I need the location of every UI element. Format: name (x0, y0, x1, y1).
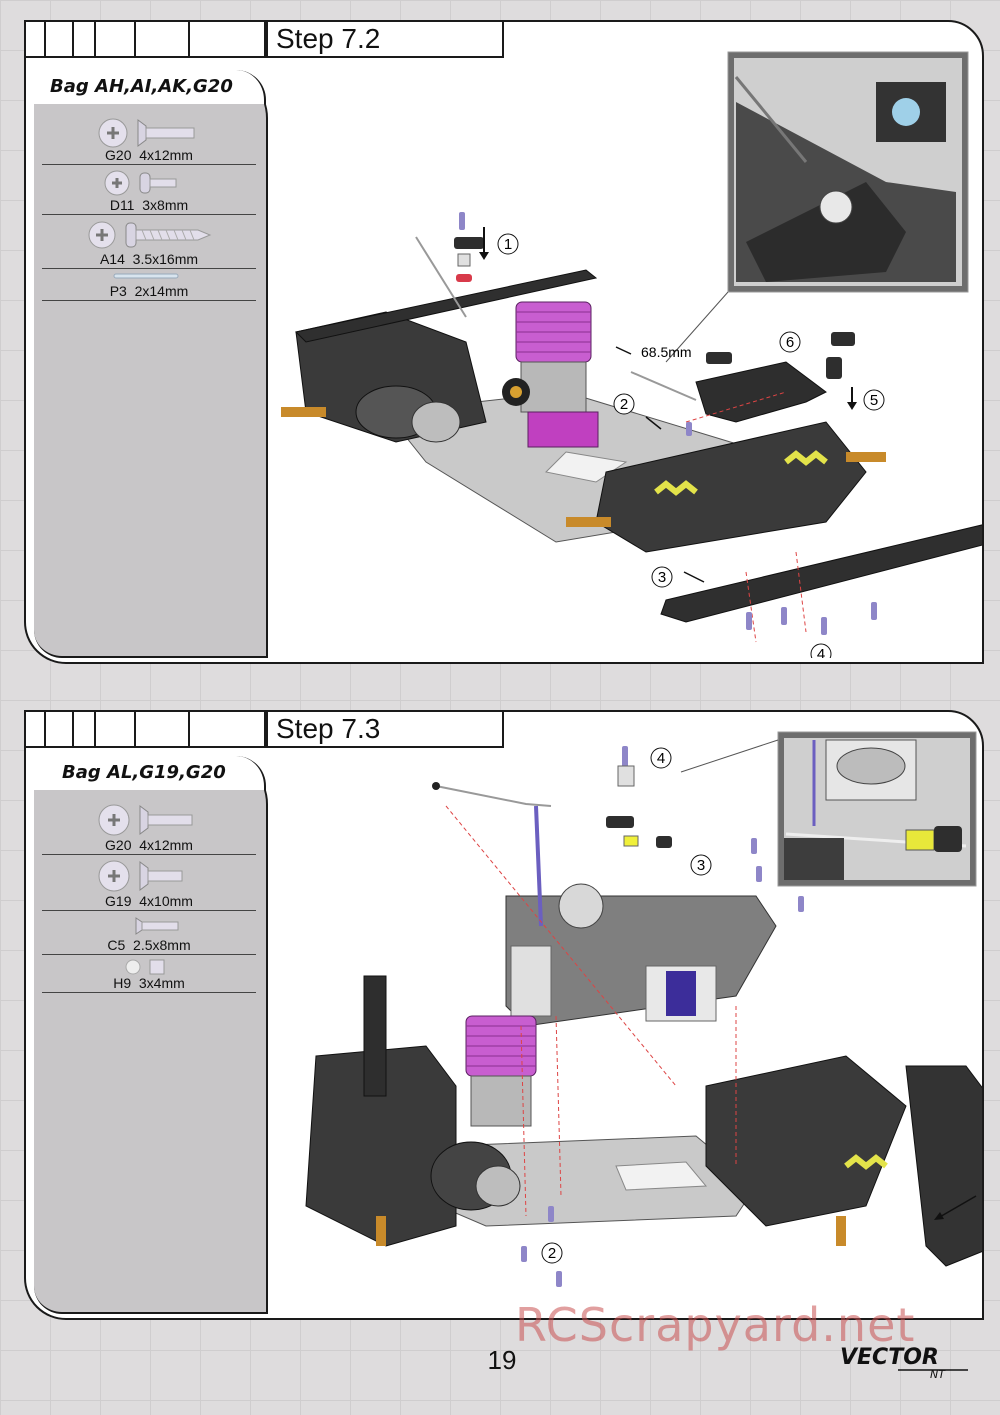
watermark-text: RCScrapyard.net (515, 1298, 916, 1352)
tab-box (26, 712, 46, 748)
countersunk-screw-icon (98, 118, 195, 148)
step-7-2-panel: Step 7.2 Bag AH,AI,AK,G20 G20 4x12mm D11… (24, 20, 984, 664)
callout-6: 6 (779, 331, 801, 353)
bag-title: Bag AL,G19,G20 (34, 756, 266, 790)
svg-text:6: 6 (786, 334, 794, 351)
part-item: G19 4x10mm (42, 856, 256, 911)
callout-layer: 1 2 3 4 5 6 68.5mm (497, 233, 885, 658)
callout-layer: 2 3 4 (541, 747, 712, 1264)
svg-text:5: 5 (870, 392, 878, 409)
svg-text:4: 4 (817, 646, 825, 658)
svg-text:NT: NT (930, 1368, 946, 1381)
tab-box (46, 712, 74, 748)
callout-1: 1 (497, 233, 519, 255)
tab-box (46, 22, 74, 58)
tab-box (136, 712, 190, 748)
svg-text:4: 4 (657, 750, 665, 767)
callout-2: 2 (541, 1242, 563, 1264)
svg-text:VECTOR: VECTOR (840, 1345, 939, 1370)
callout-5: 5 (863, 389, 885, 411)
callout-3: 3 (690, 854, 712, 876)
tab-box (96, 22, 136, 58)
set-screw-icon (125, 959, 165, 975)
countersunk-screw-icon (98, 804, 193, 836)
parts-sidebar: Bag AL,G19,G20 G20 4x12mm G19 4x10mm C5 … (34, 756, 268, 1314)
bag-title: Bag AH,AI,AK,G20 (34, 70, 266, 104)
svg-text:2: 2 (548, 1245, 556, 1262)
part-item: H9 3x4mm (42, 956, 256, 993)
measurement-label: 68.5mm (641, 344, 692, 360)
countersunk-screw-icon (98, 860, 183, 892)
tab-box (74, 22, 96, 58)
svg-text:1: 1 (504, 236, 512, 253)
page-number: 19 (487, 1345, 517, 1375)
part-item: G20 4x12mm (42, 114, 256, 165)
part-item: P3 2x14mm (42, 270, 256, 301)
step-title: Step 7.3 (266, 712, 504, 748)
svg-text:3: 3 (697, 857, 705, 874)
step-title: Step 7.2 (266, 22, 504, 58)
tab-box (74, 712, 96, 748)
callout-3: 3 (651, 566, 673, 588)
step-7-3-panel: Step 7.3 Bag AL,G19,G20 G20 4x12mm G19 4… (24, 710, 984, 1320)
part-item: D11 3x8mm (42, 166, 256, 215)
step-7-3-assembly-drawing (305, 731, 982, 1287)
vector-nt-logo: VECTOR NT (840, 1345, 968, 1381)
svg-text:2: 2 (620, 396, 628, 413)
tab-box (26, 22, 46, 58)
part-item: G20 4x12mm (42, 800, 256, 855)
tab-box (136, 22, 190, 58)
callout-2: 2 (613, 393, 635, 415)
pin-icon (113, 273, 179, 279)
tab-box (190, 22, 266, 58)
svg-text:3: 3 (658, 569, 666, 586)
tab-box (96, 712, 136, 748)
self-tapping-screw-icon (88, 221, 212, 249)
callout-4: 4 (810, 643, 832, 658)
step-7-2-assembly-drawing (281, 51, 982, 643)
button-screw-icon (104, 170, 177, 196)
part-item: C5 2.5x8mm (42, 912, 256, 955)
part-item: A14 3.5x16mm (42, 216, 256, 269)
callout-4: 4 (650, 747, 672, 769)
tab-box (190, 712, 266, 748)
countersunk-screw-icon (135, 917, 179, 935)
parts-sidebar: Bag AH,AI,AK,G20 G20 4x12mm D11 3x8mm A1… (34, 70, 268, 658)
